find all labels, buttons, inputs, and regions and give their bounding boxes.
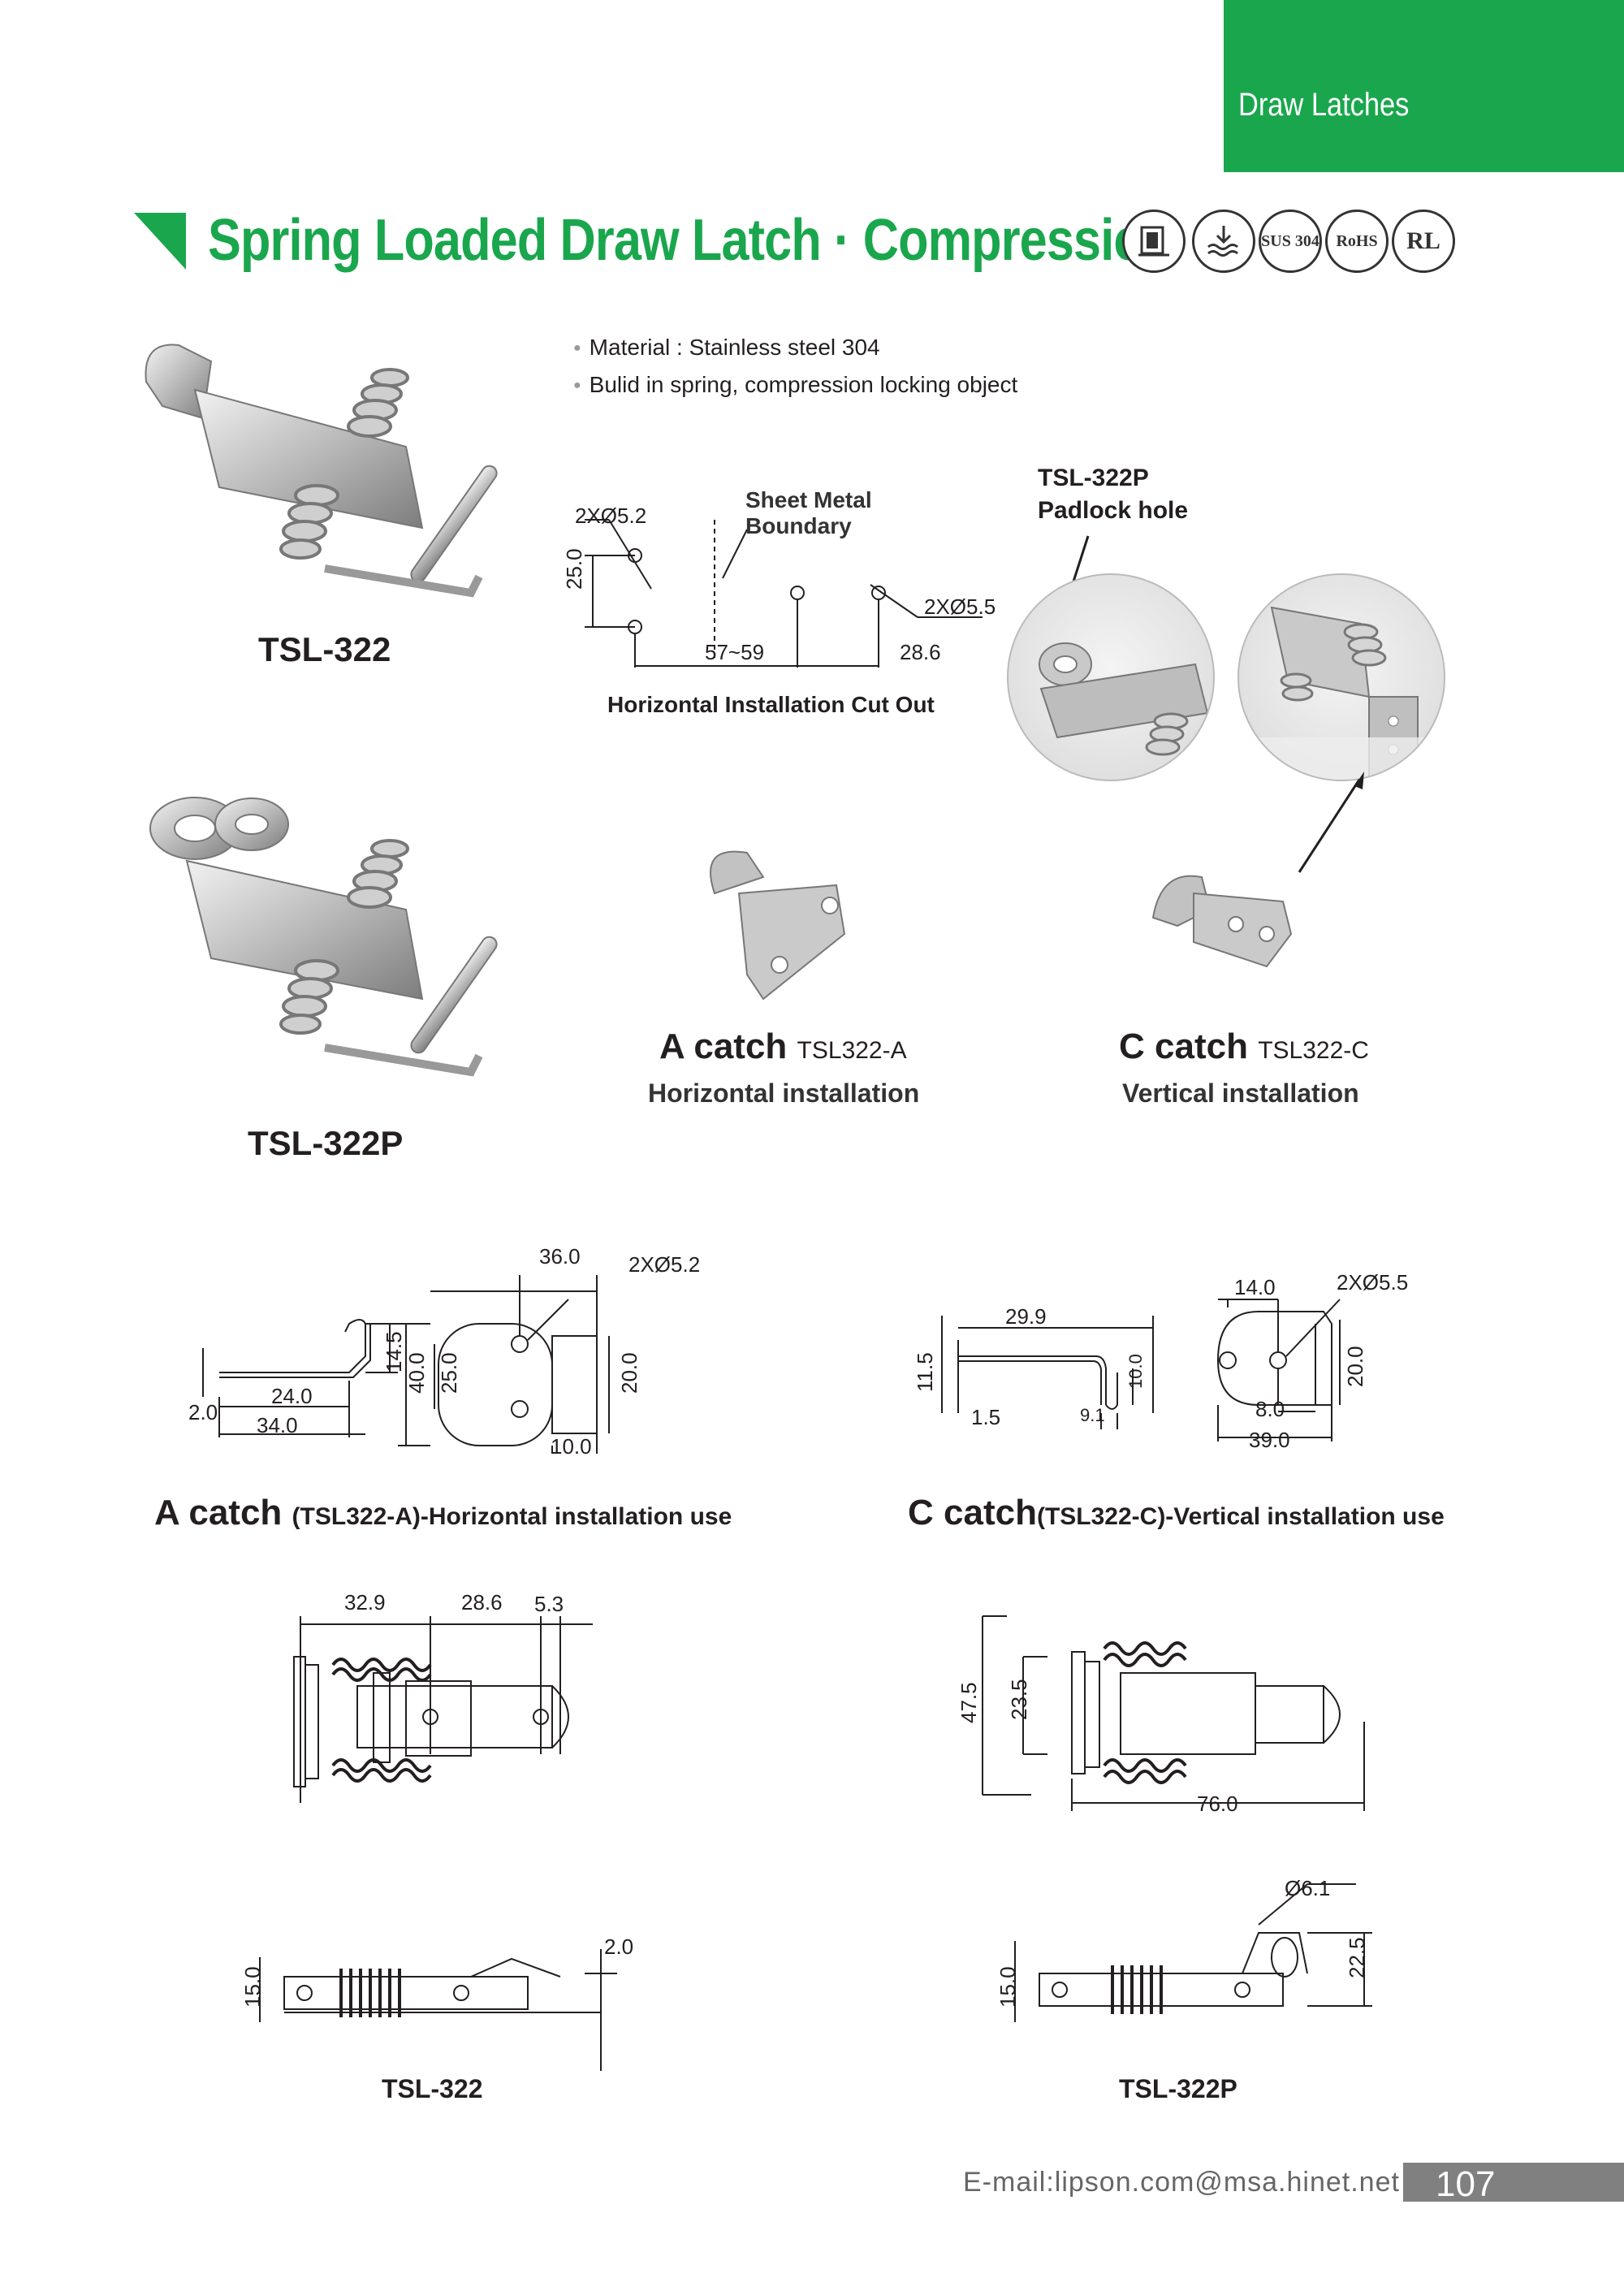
a-dim-36: 36.0 xyxy=(539,1244,581,1269)
tsl322-dim-5-3: 5.3 xyxy=(534,1592,564,1616)
water-cert-icon xyxy=(1192,210,1255,273)
tsl322-dim-32-9: 32.9 xyxy=(344,1590,386,1614)
tsl322-dim-28-6: 28.6 xyxy=(461,1590,503,1614)
cutout-right-dim: 28.6 xyxy=(900,640,941,664)
sheet-metal-line1: Sheet Metal xyxy=(745,487,872,512)
rohs-cert-icon: RoHS xyxy=(1325,210,1389,273)
section-label: Draw Latches xyxy=(1238,87,1410,123)
a-drawing-caption-rest: (TSL322-A)-Horizontal installation use xyxy=(292,1503,732,1530)
tsl322-dim-2: 2.0 xyxy=(604,1934,634,1959)
a-dim-holes: 2XØ5.2 xyxy=(628,1252,701,1277)
tsl322-drawing-label: TSL-322 xyxy=(382,2074,483,2103)
padlock-model: TSL-322P xyxy=(1038,465,1149,491)
vertical-arrow xyxy=(1298,772,1364,873)
a-dim-34: 34.0 xyxy=(257,1413,298,1437)
feature-material: Material : Stainless steel 304 xyxy=(573,335,880,361)
section-tab: Draw Latches xyxy=(1224,0,1624,172)
feature-spring: Bulid in spring, compression locking obj… xyxy=(573,372,1018,398)
c-dim-20: 20.0 xyxy=(1343,1346,1367,1387)
title-marker-icon xyxy=(134,213,186,270)
a-dim-40: 40.0 xyxy=(404,1352,429,1394)
tsl322-photo xyxy=(145,344,498,598)
a-dim-14-5: 14.5 xyxy=(382,1331,406,1372)
a-catch-drawing xyxy=(202,1275,610,1454)
c-catch-drawing xyxy=(941,1299,1341,1442)
rl-cert-icon: RL xyxy=(1392,210,1455,273)
tsl322-top-drawing xyxy=(293,1616,593,1803)
a-drawing-caption: A catch (TSL322-A)-Horizontal installati… xyxy=(154,1493,732,1533)
c-drawing-caption: C catch(TSL322-C)-Vertical installation … xyxy=(908,1493,1445,1533)
tsl322-dim-15: 15.0 xyxy=(240,1966,265,2008)
c-drawing-caption-big: C catch xyxy=(908,1493,1037,1532)
c-dim-1-5: 1.5 xyxy=(971,1405,1001,1429)
a-catch-desc: Horizontal installation xyxy=(648,1078,920,1108)
a-catch-title: A catch TSL322-A xyxy=(659,1027,907,1067)
a-dim-10: 10.0 xyxy=(551,1434,592,1459)
tsl322-label: TSL-322 xyxy=(258,630,391,668)
c-catch-title-text: C catch xyxy=(1119,1027,1248,1066)
c-dim-9-1: 9.1 xyxy=(1080,1405,1105,1425)
a-catch-title-text: A catch xyxy=(659,1027,788,1066)
a-catch-photo xyxy=(710,850,846,1001)
tsl322p-drawing-label: TSL-322P xyxy=(1119,2074,1237,2103)
tsl322-side-drawing xyxy=(259,1949,617,2071)
tsl322p-photo xyxy=(149,797,498,1077)
tsl322p-dim-76: 76.0 xyxy=(1197,1792,1238,1816)
vertical-detail-photo xyxy=(1237,573,1445,781)
tsl322p-top-drawing xyxy=(982,1615,1365,1811)
c-catch-desc: Vertical installation xyxy=(1122,1078,1359,1108)
c-catch-photo xyxy=(1151,875,1293,968)
tsl322p-label: TSL-322P xyxy=(248,1124,404,1162)
cutout-hole-left: 2XØ5.2 xyxy=(575,504,647,528)
sheet-metal-line2: Boundary xyxy=(745,513,852,538)
page-number: 107 xyxy=(1436,2164,1496,2204)
c-dim-11-5: 11.5 xyxy=(913,1352,937,1392)
tsl322p-side-drawing xyxy=(1014,1883,1372,2022)
waterproof-cert-icon xyxy=(1122,210,1186,273)
c-dim-8: 8.0 xyxy=(1255,1397,1285,1421)
page-number-bar: 107 xyxy=(1403,2163,1624,2204)
cutout-vert: 25.0 xyxy=(562,548,586,590)
cutout-span: 57~59 xyxy=(705,640,765,664)
c-dim-14: 14.0 xyxy=(1234,1275,1276,1299)
c-drawing-caption-rest: (TSL322-C)-Vertical installation use xyxy=(1036,1503,1445,1530)
a-catch-code: TSL322-A xyxy=(797,1037,907,1064)
a-dim-24: 24.0 xyxy=(271,1384,313,1408)
c-dim-29-9: 29.9 xyxy=(1005,1304,1047,1329)
c-dim-39: 39.0 xyxy=(1249,1428,1290,1452)
cutout-hole-right: 2XØ5.5 xyxy=(924,594,996,619)
cutout-title: Horizontal Installation Cut Out xyxy=(607,692,935,717)
padlock-label: Padlock hole xyxy=(1038,497,1189,524)
cutout-diagram xyxy=(585,519,983,668)
c-catch-title: C catch TSL322-C xyxy=(1119,1027,1369,1067)
tsl322p-dim-47-5: 47.5 xyxy=(957,1682,981,1723)
tsl322p-dim-6-1: Ø6.1 xyxy=(1285,1876,1331,1900)
footer-email: E-mail:lipson.com@msa.hinet.net xyxy=(963,2167,1400,2198)
a-dim-2: 2.0 xyxy=(188,1400,218,1424)
sus304-cert-icon: SUS 304 xyxy=(1259,210,1322,273)
a-dim-20: 20.0 xyxy=(617,1352,641,1394)
tsl322p-dim-23-5: 23.5 xyxy=(1007,1679,1031,1720)
tsl322p-dim-15: 15.0 xyxy=(996,1966,1020,2008)
a-drawing-caption-big: A catch xyxy=(154,1493,283,1532)
c-catch-code: TSL322-C xyxy=(1258,1037,1369,1064)
c-dim-holes: 2XØ5.5 xyxy=(1337,1270,1409,1295)
padlock-detail-photo xyxy=(1007,573,1215,781)
tsl322p-dim-22-5: 22.5 xyxy=(1345,1937,1369,1978)
a-dim-25: 25.0 xyxy=(437,1352,461,1394)
c-dim-10: 10.0 xyxy=(1125,1354,1146,1389)
page-title: Spring Loaded Draw Latch · Compression xyxy=(208,208,1173,273)
